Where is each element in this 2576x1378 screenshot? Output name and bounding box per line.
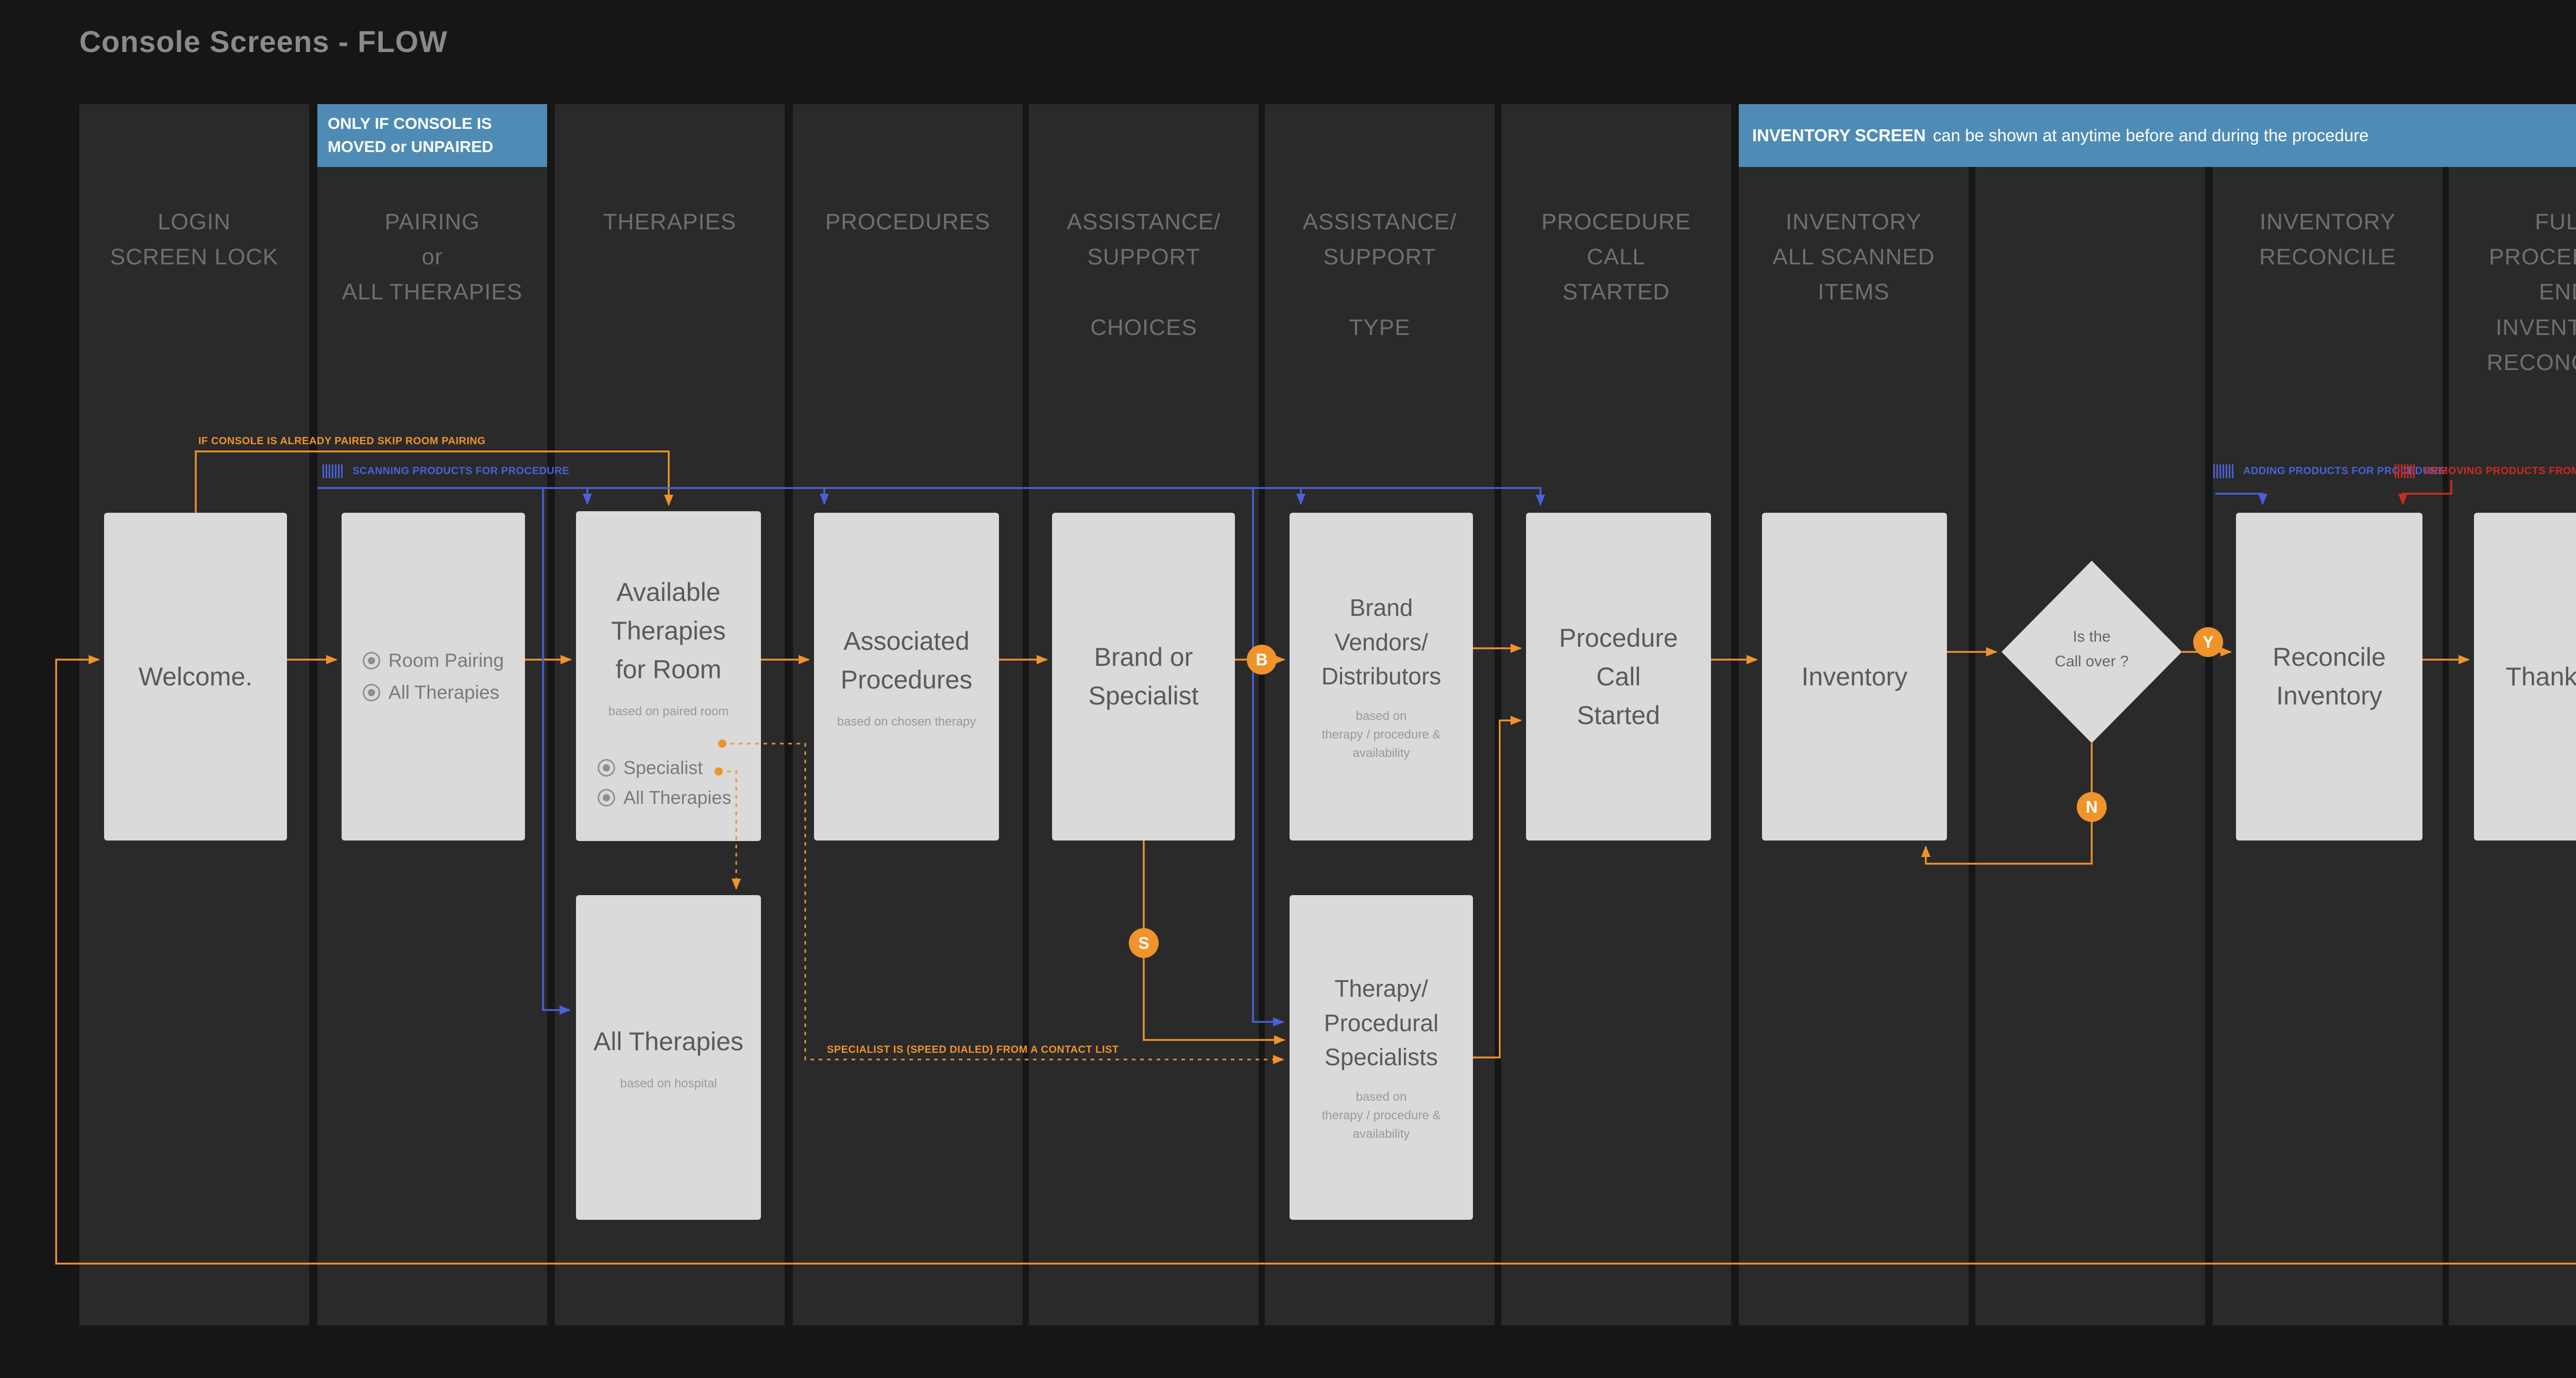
node-thank-you: Thank You [2474, 513, 2576, 841]
lane-title: FULL PROCEDURE END INVENTORY RECONCILED [2486, 209, 2576, 375]
lane-title: PROCEDURE CALL STARTED [1541, 209, 1691, 305]
node-title: Therapy/ Procedural Specialists [1324, 974, 1439, 1071]
node-reconcile-inventory: Reconcile Inventory [2236, 513, 2422, 841]
blue-scanning-edges [317, 487, 2267, 1027]
lane-title: PROCEDURES [825, 209, 991, 234]
node-title: Associated Procedures [840, 627, 973, 694]
option-label: All Therapies [388, 682, 500, 703]
barcode-icon [2213, 464, 2235, 478]
node-associated-procedures: Associated Procedures based on chosen th… [814, 513, 999, 841]
option-label: Specialist [623, 757, 703, 778]
node-welcome: Welcome. [104, 513, 287, 841]
annotation-adding: ADDING PRODUCTS FOR PROCEDURE [2243, 465, 2446, 477]
node-pairing-options: Room Pairing All Therapies [342, 513, 525, 841]
node-title: Brand or Specialist [1088, 643, 1199, 710]
node-title: Reconcile Inventory [2273, 643, 2386, 710]
node-subtitle: based on paired room [608, 704, 729, 718]
dot-all-therapies-option [715, 767, 723, 776]
lane-title: PAIRING or ALL THERAPIES [342, 209, 523, 305]
node-inventory: Inventory [1762, 513, 1947, 841]
radio-icon [362, 684, 380, 701]
option-all-therapies: All Therapies [598, 787, 731, 809]
red-removing-edges [2398, 480, 2452, 505]
badge-brand: B [1247, 645, 1277, 675]
annotation-skip-pairing: IF CONSOLE IS ALREADY PAIRED SKIP ROOM P… [198, 435, 486, 447]
badge-yes: Y [2193, 627, 2223, 657]
orange-dotted-edges [719, 743, 1284, 1064]
radio-icon [362, 652, 380, 669]
decision-label: Is the Call over ? [2055, 628, 2129, 670]
lane-title: ASSISTANCE/ SUPPORT TYPE [1302, 209, 1457, 340]
node-title: Inventory [1801, 662, 1908, 691]
node-therapy-specialists: Therapy/ Procedural Specialists based on… [1290, 895, 1473, 1220]
radio-icon [598, 759, 615, 777]
barcode-icon [2395, 464, 2416, 478]
node-title: Thank You [2505, 662, 2576, 691]
barcode-icon [323, 464, 344, 478]
page-title: Console Screens - FLOW [79, 25, 448, 59]
option-label: All Therapies [623, 787, 732, 808]
badge-no: N [2077, 792, 2107, 822]
node-title: Available Therapies for Room [611, 578, 726, 684]
decision-diamond [2002, 561, 2182, 743]
annotation-removing: REMOVING PRODUCTS FROM PROCEDURE [2425, 465, 2576, 477]
badge-specialist: S [1129, 928, 1159, 958]
node-all-therapies: All Therapies based on hospital [576, 895, 761, 1220]
node-subtitle: based on therapy / procedure & availabil… [1321, 709, 1441, 761]
node-title: Brand Vendors/ Distributors [1321, 594, 1442, 690]
node-subtitle: based on therapy / procedure & availabil… [1321, 1090, 1441, 1141]
node-subtitle: based on chosen therapy [837, 715, 976, 729]
node-brand-or-specialist: Brand or Specialist [1052, 513, 1235, 841]
node-title: All Therapies [594, 1027, 743, 1056]
option-label: Room Pairing [388, 650, 504, 671]
banner-inventory-screen: INVENTORY SCREEN can be shown at anytime… [1739, 104, 2576, 167]
node-title: Procedure Call Started [1559, 623, 1678, 730]
node-procedure-call-started: Procedure Call Started [1526, 513, 1711, 841]
lane-title: INVENTORY ALL SCANNED ITEMS [1772, 209, 1935, 305]
annotation-speed-dial: SPECIALIST IS (SPEED DIALED) FROM A CONT… [827, 1044, 1119, 1055]
dot-specialist-option [718, 740, 726, 748]
lane-title: THERAPIES [603, 209, 737, 234]
annotation-scanning: SCANNING PRODUCTS FOR PROCEDURE [352, 465, 570, 477]
lane-title: INVENTORY RECONCILE [2259, 209, 2396, 270]
orange-flow-edges [55, 450, 2576, 1265]
option-room-pairing: Room Pairing [362, 650, 504, 671]
banner-inventory-title: INVENTORY SCREEN [1752, 126, 1926, 145]
node-available-therapies: Available Therapies for Room based on pa… [576, 511, 761, 841]
node-subtitle: based on hospital [620, 1076, 717, 1090]
option-all-therapies: All Therapies [362, 682, 500, 703]
option-specialist: Specialist [598, 757, 703, 779]
banner-inventory-text: can be shown at anytime before and durin… [1933, 126, 2369, 145]
radio-icon [598, 789, 615, 806]
node-title: Welcome. [138, 662, 253, 691]
lane-title: LOGIN SCREEN LOCK [110, 209, 279, 270]
lane-title: ASSISTANCE/ SUPPORT CHOICES [1066, 209, 1221, 340]
banner-only-if-console-moved: ONLY IF CONSOLE IS MOVED or UNPAIRED [317, 104, 547, 167]
node-brand-vendors: Brand Vendors/ Distributors based on the… [1290, 513, 1473, 841]
